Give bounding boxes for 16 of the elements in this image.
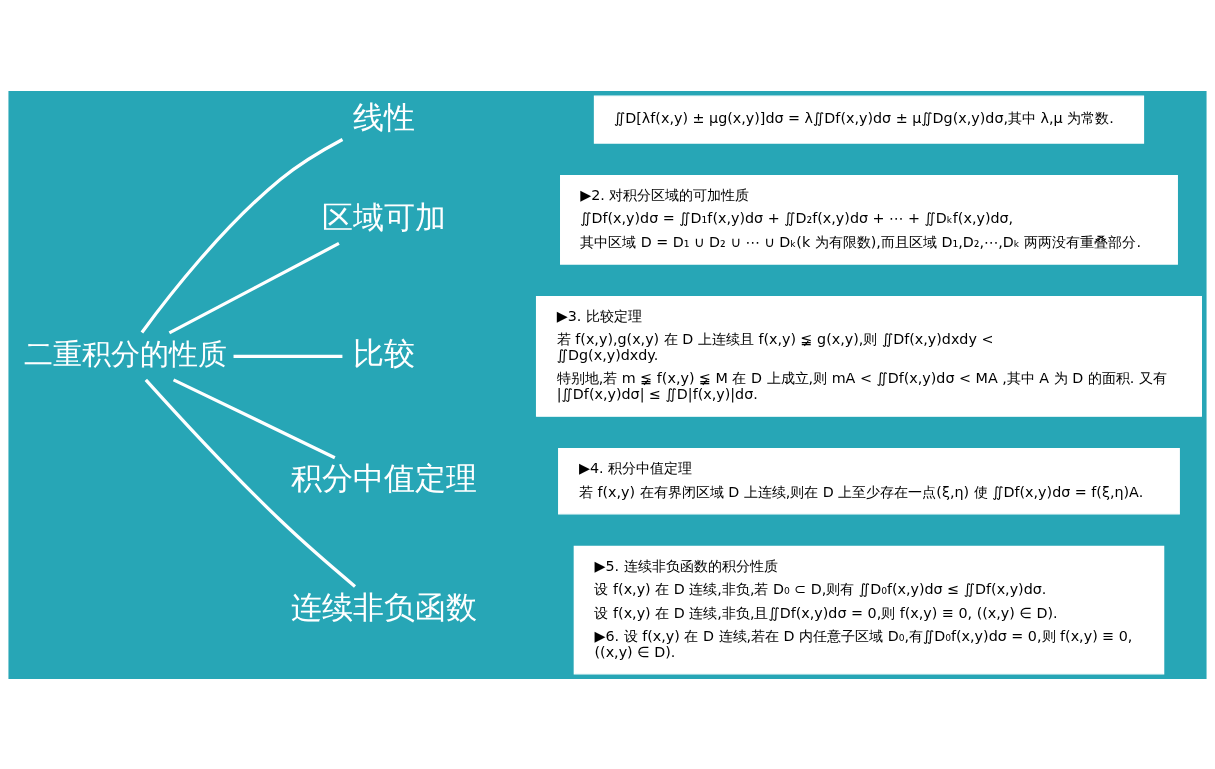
connector <box>168 241 340 334</box>
node-text: 线性 <box>353 98 416 135</box>
connector <box>233 354 343 358</box>
node-box: ▶4. 积分中值定理 若 f(x,y) 在有界闭区域 D 上连续,则在 D 上至少存在一点(ξ,η) 使 ∬Df(x,y)dσ = f(ξ,η)A. <box>558 447 1180 514</box>
connector <box>172 377 336 459</box>
node-text: 区域可加 <box>321 198 446 235</box>
node-box: ▶2. 对积分区域的可加性质 ∬Df(x,y)dσ = ∬D₁f(x,y)dσ + ∬D₂f(x,y)dσ + ⋯ + ∬Dₖf(x,y)dσ, 其中区域 D = D₁ ∪ D₂ ∪ ⋯ ∪ Dₖ(k 为有限数),而且区域 D₁,D₂,⋯,Dₖ 两两没有重叠部分. <box>560 174 1178 265</box>
node-box: ▶3. 比较定理 若 f(x,y),g(x,y) 在 D 上连续且 f(x,y) ≨ g(x,y),则 ∬Df(x,y)dxdy < ∬Dg(x,y)dxdy. 特别地,若 m ≨ f(x,y) ≨ M 在 D 上成立,则 mA < ∬Df(x,y)dσ < MA ,其中 A 为 D 的面积. 又有 |∬Df(x,y)dσ| ≤ ∬D|f(x,y)|dσ. <box>535 295 1202 417</box>
node-box: ▶5. 连续非负函数的积分性质 设 f(x,y) 在 D 连续,非负,若 D₀ ⊂ D,则有 ∬D₀f(x,y)dσ ≤ ∬Df(x,y)dσ. 设 f(x,y) 在 D 连续,非负,且∬Df(x,y)dσ = 0,则 f(x,y) ≡ 0, ((x,y) ∈ D). ▶6. 设 f(x,y) 在 D 连续,若在 D 内任意子区域 D₀,有∬D₀f(x,y)dσ = 0,则 f(x,y) ≡ 0, ((x,y) ∈ D). <box>573 545 1165 674</box>
connector <box>140 137 344 333</box>
node-text: 二重积分的性质 <box>24 336 228 371</box>
node-text: 积分中值定理 <box>290 459 477 496</box>
node-box: ∬D[λf(x,y) ± μg(x,y)]dσ = λ∬Df(x,y)dσ ± μ∬Dg(x,y)dσ,其中 λ,μ 为常数. <box>593 95 1145 144</box>
connector <box>144 378 357 588</box>
node-text: 连续非负函数 <box>290 588 477 625</box>
node-text: 比较 <box>353 334 416 371</box>
